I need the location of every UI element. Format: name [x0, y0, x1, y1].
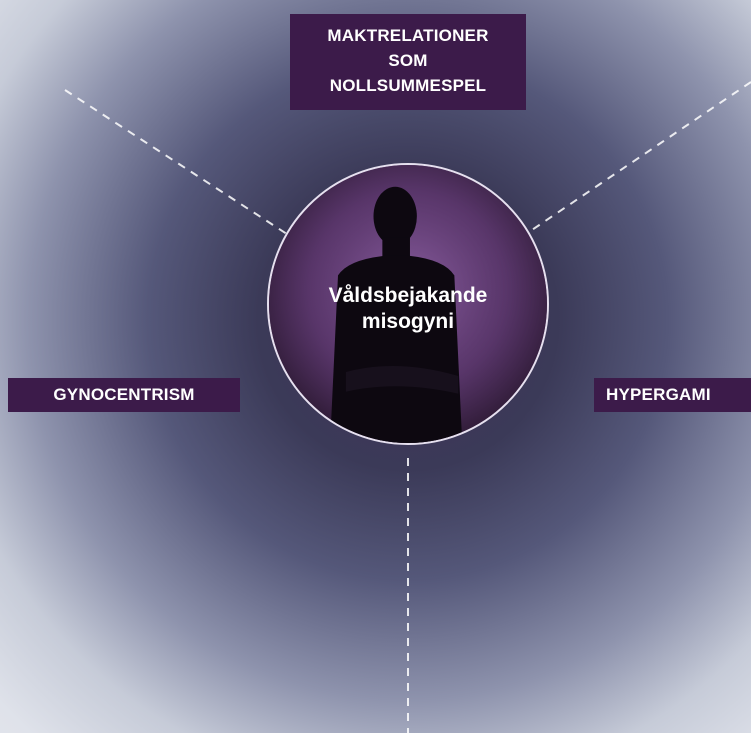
node-left-label: GYNOCENTRISM [8, 378, 240, 412]
center-node: Våldsbejakande misogyni [267, 163, 549, 445]
node-right-label: HYPERGAMI [594, 378, 751, 412]
center-node-title: Våldsbejakande misogyni [328, 284, 488, 333]
person-silhouette-icon [269, 165, 547, 443]
connector-line-top-left [64, 89, 291, 237]
node-top-label: MAKTRELATIONER SOM NOLLSUMMESPEL [290, 14, 526, 110]
connector-line-top-right [525, 81, 751, 235]
